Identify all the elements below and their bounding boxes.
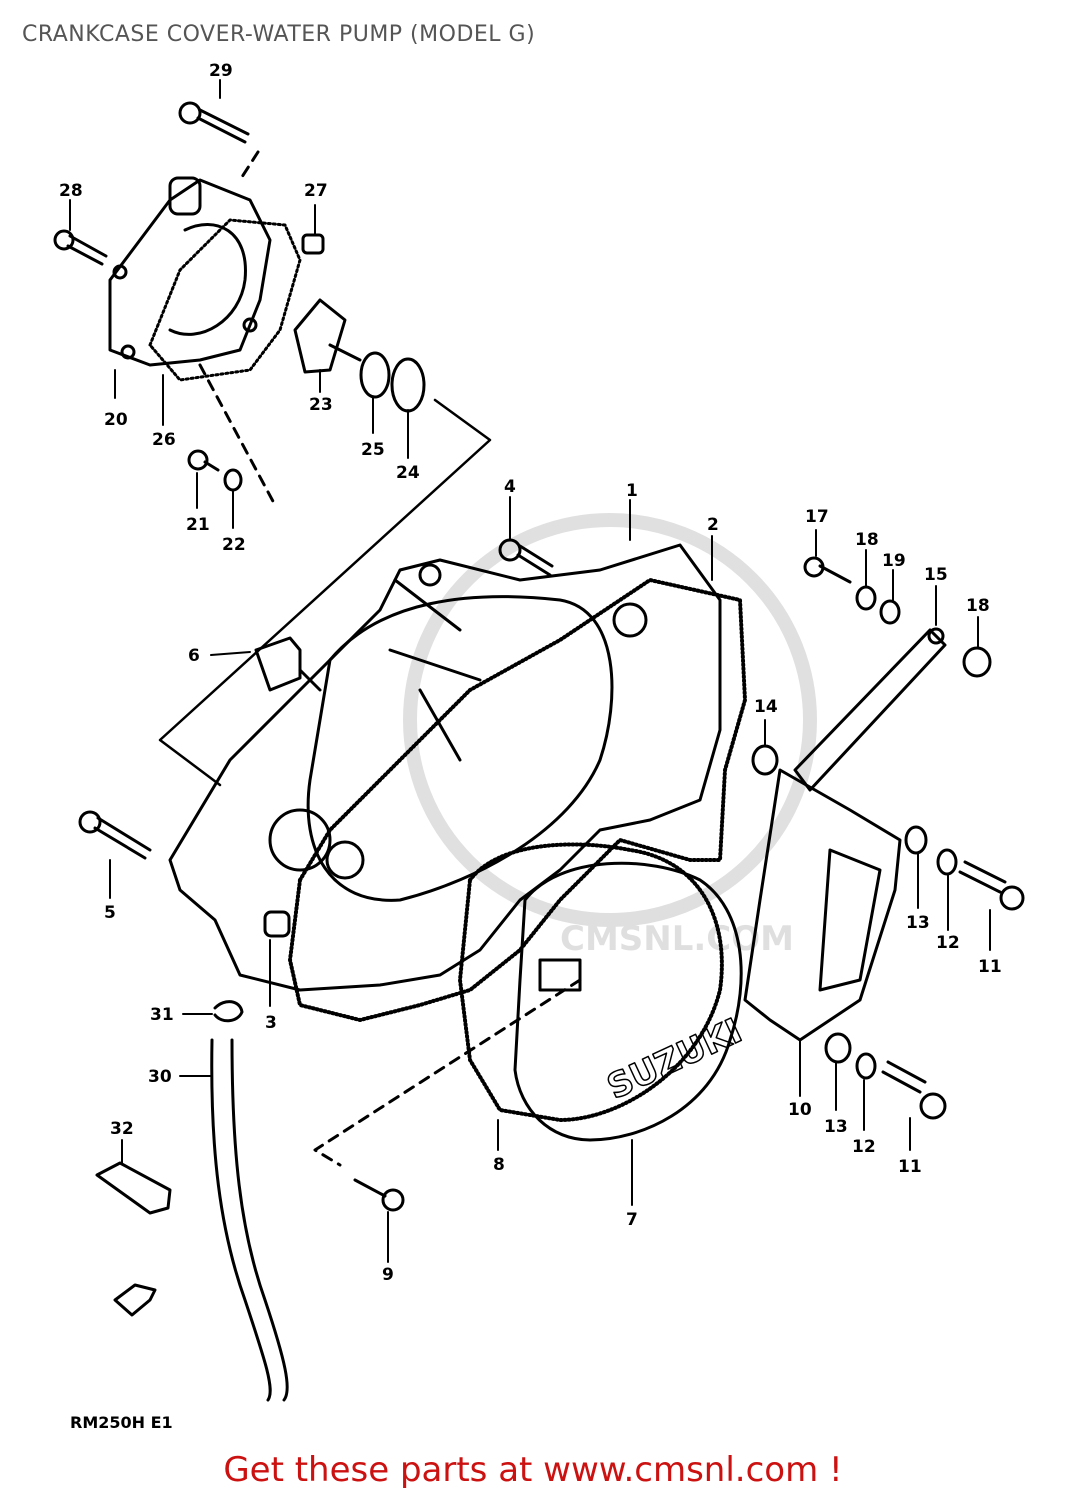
washer-22 <box>223 468 243 492</box>
impeller-23 <box>293 298 362 374</box>
callout-32: 32 <box>110 1119 134 1139</box>
clamp-31 <box>213 1000 244 1023</box>
callout-29: 29 <box>209 61 233 81</box>
callout-21: 21 <box>186 515 210 535</box>
callout-10: 10 <box>788 1100 812 1120</box>
dowel-27 <box>301 233 325 255</box>
callout-6: 6 <box>188 646 200 666</box>
callout-14: 14 <box>754 697 778 717</box>
bolt-11-lower <box>881 1060 947 1120</box>
callout-11-upper: 11 <box>978 957 1002 977</box>
callout-17: 17 <box>805 507 829 527</box>
seal-24 <box>390 357 426 413</box>
diagram-title: CRANKCASE COVER-WATER PUMP (MODEL G) <box>22 22 536 47</box>
collar-14 <box>751 744 779 776</box>
callout-25: 25 <box>361 440 385 460</box>
callout-18-right: 18 <box>966 596 990 616</box>
callout-1: 1 <box>626 481 638 501</box>
callout-22: 22 <box>222 535 246 555</box>
collar-18-upper <box>855 585 877 611</box>
hose-30 <box>210 1038 289 1402</box>
plate-32 <box>95 1161 172 1215</box>
callout-12-lower: 12 <box>852 1137 876 1157</box>
callout-19: 19 <box>882 551 906 571</box>
water-pump-cover <box>108 176 272 367</box>
callout-30: 30 <box>148 1067 172 1087</box>
svg-text:SUZUKI: SUZUKI <box>601 1011 748 1108</box>
washer-12-upper <box>936 848 958 876</box>
bolt-11-upper <box>958 860 1025 911</box>
callout-5: 5 <box>104 903 116 923</box>
footer-link[interactable]: Get these parts at www.cmsnl.com ! <box>223 1450 843 1490</box>
callout-7: 7 <box>626 1210 638 1230</box>
callout-12-upper: 12 <box>936 933 960 953</box>
crankcase-cover <box>168 543 722 992</box>
gasket-8 <box>458 842 724 1122</box>
bolt-5 <box>78 810 152 860</box>
seal-25 <box>359 351 391 399</box>
bolt-17 <box>803 556 852 584</box>
drawing-code: RM250H E1 <box>70 1413 173 1432</box>
strap-15 <box>793 627 947 792</box>
callout-11-lower: 11 <box>898 1157 922 1177</box>
callout-20: 20 <box>104 410 128 430</box>
callout-31: 31 <box>150 1005 174 1025</box>
plug-6 <box>254 636 322 692</box>
callout-8: 8 <box>493 1155 505 1175</box>
collar-18-right <box>962 646 992 678</box>
bolt-21 <box>187 449 220 472</box>
callout-27: 27 <box>304 181 328 201</box>
callout-13-lower: 13 <box>824 1117 848 1137</box>
callout-4: 4 <box>504 477 516 497</box>
callout-26: 26 <box>152 430 176 450</box>
callout-2: 2 <box>707 515 719 535</box>
washer-19 <box>879 599 901 625</box>
washer-13-upper <box>904 825 928 855</box>
callout-18-upper: 18 <box>855 530 879 550</box>
gasket-2 <box>288 578 747 1022</box>
callout-9: 9 <box>382 1265 394 1285</box>
washer-12-lower <box>855 1052 877 1080</box>
dowel-3 <box>263 910 291 938</box>
callout-3: 3 <box>265 1013 277 1033</box>
bolt-28 <box>53 229 108 266</box>
callout-15: 15 <box>924 565 948 585</box>
callout-23: 23 <box>309 395 333 415</box>
svg-text:CMSNL.COM: CMSNL.COM <box>560 919 794 959</box>
washer-13-lower <box>824 1032 852 1064</box>
bolt-29 <box>178 101 250 144</box>
water-pump-gasket <box>148 218 302 382</box>
callout-28: 28 <box>59 181 83 201</box>
front-arrow-icon <box>113 1283 157 1317</box>
callout-24: 24 <box>396 463 420 483</box>
guard-10 <box>743 768 902 1042</box>
callout-13-upper: 13 <box>906 913 930 933</box>
screw-9 <box>353 1178 405 1212</box>
